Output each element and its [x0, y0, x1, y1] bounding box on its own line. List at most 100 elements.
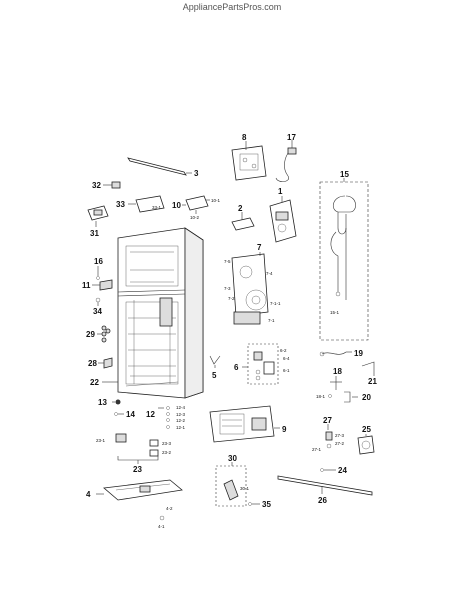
part-10-drawing: [182, 195, 210, 214]
subcallout-23-2: 23-2: [162, 450, 172, 455]
subcallout-4-2: 4-2: [166, 506, 173, 511]
callout-3: 3: [194, 169, 199, 178]
cabinet-drawing: [117, 227, 204, 399]
callout-7: 7: [257, 243, 262, 252]
subcallout-7-1: 7-1: [268, 318, 275, 323]
callout-24: 24: [338, 466, 347, 475]
subcallout-10-2: 10-2: [190, 215, 200, 220]
part-25-drawing: [357, 434, 375, 455]
subcallout-6-1: 6-1: [283, 368, 290, 373]
callout-22: 22: [90, 378, 99, 387]
part-6-drawing: [242, 343, 279, 385]
part-29-drawing: [97, 325, 111, 343]
subcallout-6-2: 6-2: [280, 348, 287, 353]
callout-25: 25: [362, 425, 371, 434]
part-11-drawing: [92, 279, 113, 291]
subcallout-10-1: 10-1: [211, 198, 221, 203]
callout-11: 11: [82, 281, 91, 290]
callout-15: 15: [340, 170, 349, 179]
subcallout-7-5: 7-5: [224, 259, 231, 264]
part-8-drawing: [231, 141, 267, 181]
callout-12: 12: [146, 410, 155, 419]
callout-27: 27: [323, 416, 332, 425]
callout-21: 21: [368, 377, 377, 386]
part-1-drawing: [269, 196, 297, 243]
subcallout-12-1: 12-1: [176, 425, 186, 430]
callout-34: 34: [93, 307, 102, 316]
subcallout-27-1: 27-1: [312, 447, 322, 452]
callout-23: 23: [133, 465, 142, 474]
callout-32: 32: [92, 181, 101, 190]
subcallout-4-1: 4-1: [158, 524, 165, 529]
part-5-drawing: [209, 355, 221, 368]
callout-19: 19: [354, 349, 363, 358]
subcallout-23-1: 23-1: [96, 438, 106, 443]
callout-31: 31: [90, 229, 99, 238]
screw-4-1: [159, 515, 165, 521]
subcallout-7-2: 7-2: [228, 296, 235, 301]
callout-33: 33: [116, 200, 125, 209]
part-34-drawing: [95, 297, 101, 306]
part-12-drawing: [158, 406, 170, 429]
callout-4: 4: [86, 490, 91, 499]
part-21-drawing: [361, 361, 375, 376]
callout-20: 20: [362, 393, 371, 402]
callout-35: 35: [262, 500, 271, 509]
part-33-drawing: [128, 195, 165, 213]
part-2-drawing: [231, 212, 255, 231]
callout-5: 5: [212, 371, 217, 380]
subcallout-23-3: 23-3: [162, 441, 172, 446]
subcallout-27-2: 27-2: [335, 441, 345, 446]
subcallout-12-3: 12-3: [176, 412, 186, 417]
part-24-drawing: [320, 468, 336, 472]
callout-2: 2: [238, 204, 243, 213]
part-35-drawing: [248, 502, 260, 506]
part-20-drawing: [344, 391, 358, 403]
subcallout-12-2: 12-2: [176, 418, 186, 423]
subcallout-6-4: 6-4: [283, 356, 290, 361]
part-3-drawing: [127, 157, 192, 176]
watermark: AppliancePartsPros.com: [182, 2, 282, 12]
callout-16: 16: [94, 257, 103, 266]
callout-30: 30: [228, 454, 237, 463]
part-9-drawing: [209, 405, 280, 443]
part-17-drawing: [275, 140, 297, 182]
callout-29: 29: [86, 330, 95, 339]
part-14-drawing: [114, 412, 124, 416]
callout-1: 1: [278, 187, 283, 196]
subcallout-7-4: 7-4: [266, 271, 273, 276]
part-15-drawing: [319, 178, 369, 341]
part-7-drawing: [231, 252, 269, 325]
part-19-drawing: [319, 351, 352, 357]
part-16-drawing: [96, 266, 100, 280]
part-31-drawing: [87, 205, 109, 227]
part-28-drawing: [98, 357, 113, 369]
callout-8: 8: [242, 133, 247, 142]
callout-10: 10: [172, 201, 181, 210]
part-27-drawing: [325, 424, 333, 449]
callout-14: 14: [126, 410, 135, 419]
callout-13: 13: [98, 398, 107, 407]
part-4-drawing: [96, 479, 183, 501]
subcallout-12-4: 12-4: [176, 405, 186, 410]
subcallout-30-1: 30-1: [240, 486, 250, 491]
callout-6: 6: [234, 363, 239, 372]
subcallout-15-1: 15-1: [330, 310, 340, 315]
callout-26: 26: [318, 496, 327, 505]
part-23-drawing: [115, 433, 159, 464]
part-18-drawing: [328, 376, 342, 398]
subcallout-7-3: 7-3: [224, 286, 231, 291]
part-32-drawing: [103, 181, 121, 189]
callout-9: 9: [282, 425, 287, 434]
part-30-drawing: [215, 462, 247, 507]
callout-17: 17: [287, 133, 296, 142]
callout-18: 18: [333, 367, 342, 376]
subcallout-18-1: 18-1: [316, 394, 326, 399]
subcallout-33-1: 33-1: [152, 205, 162, 210]
subcallout-27-3: 27-3: [335, 433, 345, 438]
callout-28: 28: [88, 359, 97, 368]
part-13-drawing: [112, 399, 121, 405]
subcallout-7-1-1: 7-1-1: [270, 301, 281, 306]
part-26-drawing: [277, 475, 373, 496]
